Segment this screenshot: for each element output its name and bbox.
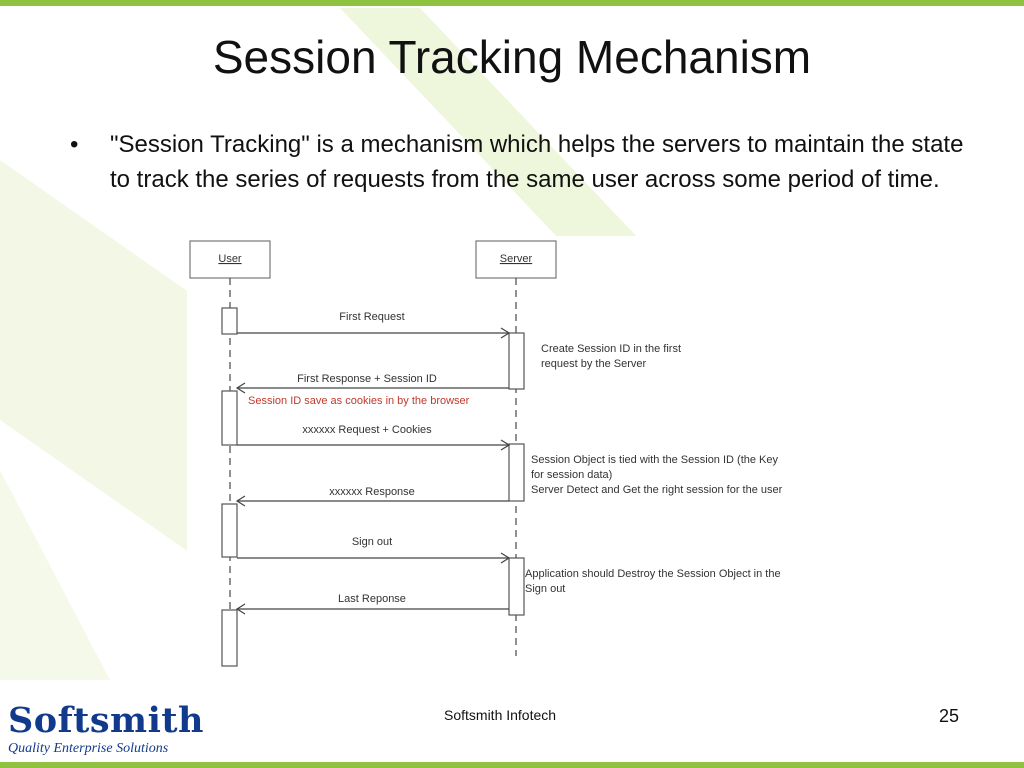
softsmith-logo: Softsmith Quality Enterprise Solutions: [8, 700, 204, 760]
server-note-line: Sign out: [525, 583, 565, 595]
server-note: Application should Destroy the Session O…: [525, 568, 784, 595]
server-note-line: Session Object is tied with the Session …: [531, 454, 779, 466]
logo-name: Softsmith: [8, 700, 204, 741]
slide-title: Session Tracking Mechanism: [212, 31, 812, 83]
message-label: First Response + Session ID: [297, 373, 437, 385]
user-activation-bar: [221, 307, 238, 335]
cookie-note: Session ID save as cookies in by the bro…: [248, 395, 470, 407]
message-label: Sign out: [352, 536, 392, 548]
server-note-line: for session data): [531, 469, 612, 481]
arrowhead: [500, 439, 511, 451]
bullet-text: "Session Tracking" is a mechanism which …: [110, 131, 964, 193]
message-label: Last Reponse: [338, 593, 406, 605]
message-label: xxxxxx Request + Cookies: [302, 424, 432, 436]
page-number: 25: [939, 706, 960, 726]
server-activation-bar: [508, 557, 525, 616]
server-note-line: Create Session ID in the first: [541, 343, 681, 355]
server-note: Session Object is tied with the Session …: [531, 454, 783, 496]
top-accent-bar: [0, 0, 1024, 6]
arrowhead: [235, 603, 246, 615]
user-activation-bar: [221, 390, 238, 446]
footer-company: Softsmith Infotech: [444, 707, 557, 723]
server-activation-bar: [508, 332, 525, 390]
sequence-diagram: User Server Firs: [187, 236, 823, 668]
user-activation-bar: [221, 609, 238, 667]
arrowhead: [235, 382, 246, 394]
user-activation-bar: [221, 503, 238, 558]
arrowhead: [500, 552, 511, 564]
message-label: First Request: [339, 311, 404, 323]
server-note-line: Application should Destroy the Session O…: [525, 568, 781, 580]
server-note-line: request by the Server: [541, 358, 647, 370]
user-participant-label: User: [218, 253, 242, 265]
logo-tagline: Quality Enterprise Solutions: [8, 741, 169, 756]
server-participant-label: Server: [500, 253, 533, 265]
bullet-marker: •: [70, 131, 79, 158]
bottom-accent-bar: [0, 762, 1024, 768]
server-note: Create Session ID in the first request b…: [541, 343, 684, 370]
arrowhead: [235, 495, 246, 507]
server-activation-bar: [508, 443, 525, 502]
message-label: xxxxxx Response: [329, 486, 415, 498]
server-note-line: Server Detect and Get the right session …: [531, 484, 783, 496]
arrowhead: [500, 327, 511, 339]
